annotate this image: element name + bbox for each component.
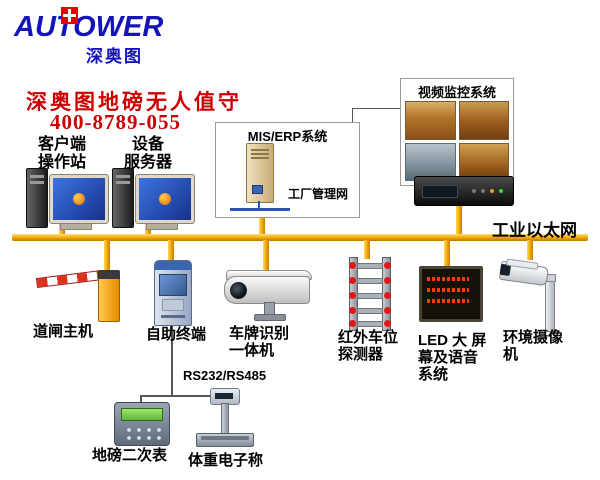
phone-number: 400-8789-055 bbox=[50, 110, 181, 134]
weighbridge-indicator-device bbox=[114, 402, 170, 446]
led-label-line1: LED 大 屏 bbox=[418, 332, 487, 349]
environment-camera-label-line2: 机 bbox=[503, 346, 519, 363]
lpr-label-line2: 一体机 bbox=[229, 342, 275, 359]
led-text-row bbox=[427, 277, 469, 281]
environment-camera-device bbox=[498, 258, 564, 332]
factory-network-label: 工厂管理网 bbox=[288, 187, 349, 201]
led-text-row bbox=[427, 299, 469, 303]
client-station-label-line2: 操作站 bbox=[37, 154, 86, 171]
serial-line-vertical bbox=[171, 323, 173, 395]
surveillance-thumbnail bbox=[405, 101, 456, 140]
mis-network-stub bbox=[258, 201, 260, 209]
electronic-scale-device bbox=[196, 388, 254, 447]
kiosk-screen bbox=[159, 274, 187, 296]
connector-kiosk bbox=[168, 240, 174, 262]
logo: AUTOWER 深奥图 bbox=[14, 7, 184, 67]
video-mis-link-h bbox=[352, 108, 400, 109]
mis-network-line bbox=[230, 208, 290, 211]
connector-camera bbox=[527, 240, 533, 260]
infrared-detector-device bbox=[346, 257, 392, 331]
computer-monitor-icon bbox=[49, 174, 109, 230]
infrared-label-line1: 红外车位 bbox=[338, 329, 399, 346]
led-label: LED 大 屏 幕及语音 系统 bbox=[418, 332, 486, 383]
scale-platform bbox=[196, 433, 254, 447]
led-screen-device bbox=[419, 266, 483, 322]
camera-pole bbox=[545, 280, 555, 332]
device-server-workstation bbox=[112, 168, 195, 230]
connector-dvr bbox=[456, 205, 462, 234]
serial-line-horizontal bbox=[140, 395, 222, 397]
lpr-label-line1: 车牌识别 bbox=[229, 325, 290, 342]
computer-monitor-icon bbox=[135, 174, 195, 230]
kiosk-label: 自助终端 bbox=[146, 326, 207, 343]
computer-tower-icon bbox=[26, 168, 48, 228]
barrier-arm-icon bbox=[35, 270, 103, 289]
infrared-rung bbox=[349, 262, 391, 269]
infrared-rung bbox=[349, 292, 391, 299]
infrared-rung bbox=[349, 307, 391, 314]
barrier-label: 道闸主机 bbox=[33, 323, 94, 340]
lpr-base bbox=[254, 314, 286, 321]
surveillance-thumbnail bbox=[405, 142, 456, 181]
logo-subtext: 深奥图 bbox=[86, 47, 143, 66]
electronic-scale-label: 体重电子称 bbox=[188, 452, 264, 469]
barrier-gate-device bbox=[35, 262, 120, 322]
cctv-camera-icon bbox=[498, 260, 550, 287]
weighbridge-indicator-label: 地磅二次表 bbox=[92, 447, 168, 464]
device-server-label-line1: 设备 bbox=[131, 136, 164, 153]
environment-camera-label: 环境摄像 机 bbox=[503, 329, 563, 363]
server-tower-icon bbox=[246, 143, 274, 203]
surveillance-thumbnail bbox=[458, 101, 509, 140]
led-label-line2: 幕及语音 bbox=[418, 349, 479, 366]
client-workstation bbox=[26, 168, 109, 230]
scale-pole bbox=[221, 403, 229, 435]
barrier-post-icon bbox=[98, 270, 120, 322]
lpr-housing bbox=[224, 276, 310, 304]
connector-mis bbox=[259, 217, 265, 234]
indicator-keypad bbox=[122, 424, 162, 440]
video-mis-link-v bbox=[352, 108, 353, 123]
lpr-label: 车牌识别 一体机 bbox=[229, 325, 289, 359]
kiosk-slot bbox=[161, 315, 185, 318]
video-surveillance-title: 视频监控系统 bbox=[417, 85, 496, 100]
connector-infrared bbox=[364, 240, 370, 259]
logo-text: AUTOWER bbox=[14, 11, 164, 43]
led-text-row bbox=[427, 288, 469, 292]
connector-lpr bbox=[263, 240, 269, 274]
video-surveillance-box: 视频监控系统 bbox=[400, 78, 514, 186]
environment-camera-label-line1: 环境摄像 bbox=[503, 329, 564, 346]
connector-barrier bbox=[104, 240, 110, 270]
infrared-label: 红外车位 探测器 bbox=[338, 329, 398, 363]
led-label-line3: 系统 bbox=[418, 366, 449, 383]
connector-led bbox=[444, 240, 450, 268]
logo-cross-icon bbox=[61, 7, 78, 24]
client-station-label-line1: 客户端 bbox=[37, 136, 86, 153]
mis-erp-box: MIS/ERP系统 工厂管理网 bbox=[215, 122, 360, 218]
self-service-kiosk-device bbox=[154, 260, 192, 326]
industrial-ethernet-bus bbox=[12, 234, 588, 241]
client-station-label: 客户端 操作站 bbox=[24, 136, 100, 172]
lpr-lens-icon bbox=[230, 282, 247, 299]
lpr-camera-device bbox=[224, 270, 314, 322]
kiosk-keypad bbox=[162, 299, 184, 311]
device-server-label-line2: 服务器 bbox=[123, 154, 172, 171]
indicator-display bbox=[121, 408, 163, 421]
serial-line-branch-left bbox=[140, 395, 142, 405]
surveillance-thumbnails bbox=[405, 101, 509, 181]
dvr-device bbox=[414, 176, 514, 206]
serial-protocol-label: RS232/RS485 bbox=[181, 367, 269, 384]
mis-erp-title: MIS/ERP系统 bbox=[247, 129, 328, 144]
industrial-ethernet-label: 工业以太网 bbox=[492, 221, 577, 240]
page-title: 深奥图地磅无人值守 bbox=[26, 91, 242, 114]
device-server-label: 设备 服务器 bbox=[112, 136, 184, 172]
infrared-rung bbox=[349, 320, 391, 327]
computer-tower-icon bbox=[112, 168, 134, 228]
infrared-rung bbox=[349, 277, 391, 284]
kiosk-header bbox=[155, 261, 191, 270]
infrared-label-line2: 探测器 bbox=[338, 346, 384, 363]
